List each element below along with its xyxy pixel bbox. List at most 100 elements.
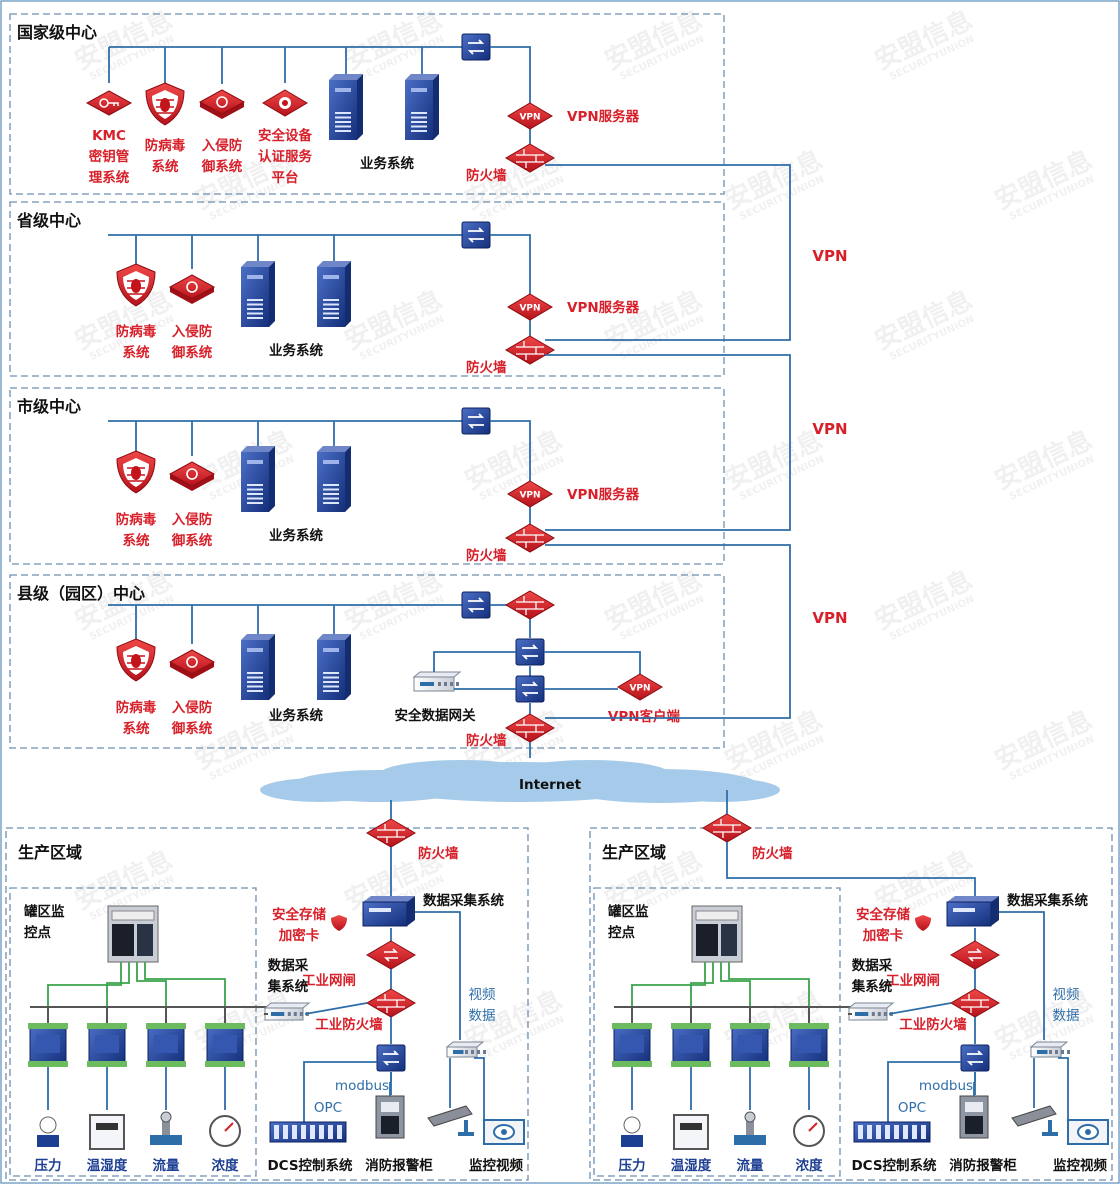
industrial-gateway-label: 工业网闸 [302, 972, 356, 989]
secure-data-gateway-label: 安全数据网关 [395, 707, 476, 724]
vpn-badge-label: VPN [519, 113, 540, 123]
national-app-label: 安全设备认证服务平台 [258, 127, 312, 186]
sensor-label: 浓度 [212, 1157, 239, 1174]
opc-link [887, 1061, 961, 1122]
internet-label: Internet [519, 777, 582, 793]
data-collection-server-icon [362, 896, 415, 927]
video-data-label: 视频数据 [1053, 987, 1081, 1024]
vpn-badge-label: VPN [519, 491, 540, 501]
plc-module-link [47, 962, 122, 1023]
vpn-client-link2 [544, 651, 641, 676]
vpn-client-label: VPN客户端 [608, 708, 681, 725]
server-icon [241, 261, 275, 327]
secure-data-gateway-icon [412, 671, 462, 692]
network-switch-icon [515, 675, 545, 703]
io-module-icon [612, 1023, 652, 1067]
sensor-label: 压力 [619, 1157, 646, 1174]
plc-module-link [631, 962, 706, 1023]
gateway-link-a [433, 651, 516, 672]
video-data-label: 视频数据 [469, 987, 496, 1024]
fire-alarm-cabinet-icon [959, 1095, 989, 1139]
sensor-label: 压力 [35, 1157, 62, 1174]
production-zone-2 [589, 827, 1113, 1181]
sensor-humidity-icon [673, 1114, 709, 1150]
surveillance-video-label: 监控视频 [1053, 1157, 1107, 1174]
network-switch-icon [461, 221, 491, 249]
firewall-icon [505, 590, 555, 620]
video-monitor-icon [1067, 1119, 1109, 1145]
data-collection-server-icon [946, 896, 999, 927]
fire-alarm-cabinet-icon [375, 1095, 405, 1139]
firewall-icon [505, 143, 555, 173]
secure-storage-card-label: 安全存储加密卡 [856, 906, 910, 944]
vpn-badge-label: VPN [629, 684, 650, 694]
data-collection-sub-label: 数据采集系统 [267, 957, 309, 995]
provincial-vpn-server-label: VPN服务器 [567, 299, 640, 316]
sensor-label: 温湿度 [671, 1157, 712, 1174]
server-icon [317, 446, 351, 512]
data-collection-main-label: 数据采集系统 [1007, 892, 1088, 909]
intrusion-prevention-icon [168, 649, 216, 679]
data-collection-main-label: 数据采集系统 [423, 892, 504, 909]
antivirus-shield-icon [116, 450, 156, 494]
sensor-flow-icon [150, 1111, 182, 1145]
plc-module-link [690, 962, 714, 1023]
internet-cloud [260, 760, 780, 803]
network-switch-icon [461, 407, 491, 435]
provincial-app-label: 防病毒系统 [116, 323, 157, 361]
county-firewall-label: 防火墙 [466, 732, 507, 749]
firewall-icon [702, 813, 752, 843]
industrial-firewall-label: 工业防火墙 [899, 1016, 967, 1033]
firewall-icon [505, 523, 555, 553]
tank-area-label: 罐区监控点 [23, 903, 65, 941]
industrial-gateway-icon [366, 940, 416, 970]
intrusion-prevention-icon [168, 461, 216, 491]
city-firewall-label: 防火墙 [466, 547, 507, 564]
io-module-icon [28, 1023, 68, 1067]
zone-firewall-label: 防火墙 [418, 845, 459, 862]
kmc-key-management-icon [85, 90, 133, 116]
county-business-label: 业务系统 [269, 707, 323, 724]
fire-cabinet-label: 消防报警柜 [365, 1157, 433, 1174]
network-switch-icon [960, 1044, 990, 1072]
industrial-gateway-icon [950, 940, 1000, 970]
modbus-label: modbus [335, 1078, 389, 1094]
server-icon [241, 446, 275, 512]
plc-module-link [728, 962, 810, 1023]
sensor-label: 流量 [153, 1157, 180, 1174]
video-monitor-link [1058, 1057, 1069, 1122]
data-collection-sub-label: 数据采集系统 [851, 957, 893, 995]
antivirus-shield-icon [116, 263, 156, 307]
sensor-label: 流量 [737, 1157, 765, 1174]
video-switch-icon [1029, 1041, 1070, 1058]
vpn-server-icon: VPN [507, 293, 553, 321]
county-title: 县级（园区）中心 [17, 584, 145, 603]
provincial-business-label: 业务系统 [269, 342, 323, 359]
dcs-label: DCS控制系统 [267, 1157, 353, 1174]
secure-storage-card-icon [331, 915, 347, 931]
national-uplink [490, 46, 531, 144]
opc-link [303, 1061, 377, 1122]
dcs-rack-icon [853, 1121, 931, 1143]
network-switch-icon [376, 1044, 406, 1072]
provincial-firewall-label: 防火墙 [466, 359, 507, 376]
vpn-link-provincial-city [545, 354, 791, 531]
certificate-auth-icon [262, 89, 308, 117]
sensor-flow-icon [734, 1111, 766, 1145]
io-module-icon [671, 1023, 711, 1067]
zone-firewall-label: 防火墙 [752, 845, 793, 862]
server-icon [317, 634, 351, 700]
county-app-label: 防病毒系统 [116, 699, 157, 737]
vpn-server-icon: VPN [617, 673, 663, 701]
tank-monitoring-zone [9, 887, 257, 1177]
national-business-label: 业务系统 [360, 155, 414, 172]
secure-storage-card-label: 安全存储加密卡 [272, 906, 326, 944]
io-module-icon [789, 1023, 829, 1067]
network-switch-icon [515, 638, 545, 666]
national-app-label: 入侵防御系统 [201, 137, 243, 175]
network-switch-icon [461, 591, 491, 619]
sensor-concentration-icon [793, 1115, 825, 1147]
